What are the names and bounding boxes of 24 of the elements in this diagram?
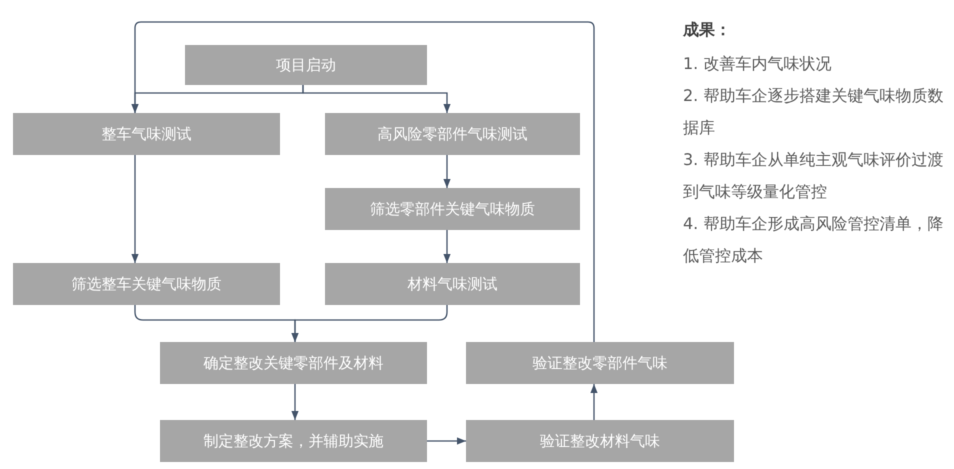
process-box: 筛选整车关键气味物质 xyxy=(13,263,280,305)
arrow xyxy=(590,384,598,420)
arrow xyxy=(131,155,139,263)
process-box: 制定整改方案，并辅助实施 xyxy=(160,420,427,462)
arrow xyxy=(291,384,299,420)
arrow xyxy=(443,155,451,188)
arrow xyxy=(302,85,451,113)
result-item: 1. 改善车内气味状况 xyxy=(683,53,832,75)
result-item: 2. 帮助车企逐步搭建关键气味物质数据库 xyxy=(683,85,944,139)
process-box: 材料气味测试 xyxy=(325,263,580,305)
process-box: 筛选零部件关键气味物质 xyxy=(325,188,580,230)
process-box: 确定整改关键零部件及材料 xyxy=(160,342,427,384)
process-box: 验证整改零部件气味 xyxy=(466,342,734,384)
process-box: 整车气味测试 xyxy=(13,113,280,155)
arrow xyxy=(131,21,595,342)
process-box: 项目启动 xyxy=(185,45,427,85)
process-box: 验证整改材料气味 xyxy=(466,420,734,462)
result-item: 4. 帮助车企形成高风险管控清单，降低管控成本 xyxy=(683,213,944,267)
result-item: 3. 帮助车企从单纯主观气味评价过渡到气味等级量化管控 xyxy=(683,149,944,203)
process-box: 高风险零部件气味测试 xyxy=(325,113,580,155)
arrow xyxy=(291,305,448,342)
arrow xyxy=(443,230,451,263)
arrow xyxy=(427,437,466,445)
result-heading: 成果： xyxy=(683,19,732,41)
